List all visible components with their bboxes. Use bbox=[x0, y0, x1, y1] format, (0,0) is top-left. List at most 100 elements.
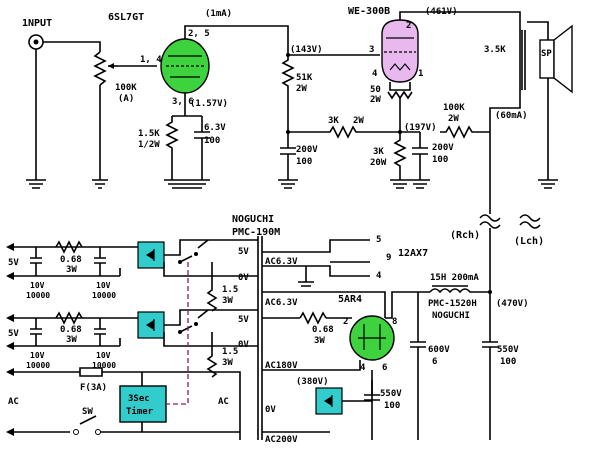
r15a-watt: 3W bbox=[222, 296, 233, 306]
ac-top-label: AC6.3V bbox=[265, 257, 298, 267]
rdec-value: 100K bbox=[443, 103, 465, 113]
pt-brand: NOGUCHI bbox=[232, 214, 274, 225]
lch-label: (Lch) bbox=[514, 236, 544, 247]
v380-label: (380V) bbox=[296, 377, 329, 387]
sec5v-a: 5V bbox=[238, 247, 249, 257]
rch-label: (Rch) bbox=[450, 230, 480, 241]
v2-grid-pin: 3 bbox=[369, 45, 374, 55]
c10a-voltage: 10V bbox=[30, 281, 45, 290]
rect-pin6: 6 bbox=[382, 363, 387, 373]
ac-primary-label: AC bbox=[218, 397, 229, 407]
v1-current: (1mA) bbox=[205, 9, 232, 19]
r15b-value: 1.5 bbox=[222, 347, 238, 357]
cc1-voltage: 200V bbox=[296, 145, 318, 155]
timer-line2: Timer bbox=[126, 406, 154, 417]
rp1-watt: 2W bbox=[296, 84, 307, 94]
c10d-voltage: 10V bbox=[96, 351, 111, 360]
rect-pin2: 2 bbox=[343, 317, 348, 327]
bridge-b bbox=[137, 311, 165, 339]
ac-input-label: AC bbox=[8, 397, 19, 407]
input-label: 1NPUT bbox=[22, 18, 52, 29]
timer-box bbox=[119, 385, 167, 423]
r15a-value: 1.5 bbox=[222, 285, 238, 295]
v1-name: 6SL7GT bbox=[108, 12, 144, 23]
c550b-voltage: 550V bbox=[380, 389, 402, 399]
c10b-voltage: 10V bbox=[96, 281, 111, 290]
hv-bridge bbox=[315, 387, 343, 415]
rp1-value: 51K bbox=[296, 73, 313, 83]
ot-impedance: 3.5K bbox=[484, 45, 506, 55]
c10c-value: 10000 bbox=[26, 361, 50, 370]
r068a-watt: 3W bbox=[66, 265, 77, 275]
ck1-value: 100 bbox=[204, 136, 220, 146]
ac180-label: AC180V bbox=[265, 361, 298, 371]
out5v-b: 5V bbox=[8, 329, 19, 339]
v2-f4-pin: 4 bbox=[372, 69, 378, 79]
pin9-label: 9 bbox=[386, 253, 391, 263]
ot-current: (60mA) bbox=[495, 111, 528, 121]
pot-value: 100K bbox=[115, 83, 137, 93]
bridge-a bbox=[137, 241, 165, 269]
ac200-label: AC200V bbox=[265, 435, 298, 445]
c550a-value: 100 bbox=[500, 357, 516, 367]
v2-tube bbox=[381, 19, 419, 83]
sec0v-a: 0V bbox=[238, 273, 249, 283]
timer-line1: 3Sec bbox=[128, 394, 150, 404]
c10c-voltage: 10V bbox=[30, 351, 45, 360]
choke-model: PMC-1520H bbox=[428, 299, 477, 309]
power-transformer bbox=[257, 236, 263, 440]
v2-cathode-voltage: (197V) bbox=[404, 123, 437, 133]
pin5-label: 5 bbox=[376, 235, 381, 245]
pin4-label: 4 bbox=[376, 271, 382, 281]
rp1-resistor bbox=[281, 55, 295, 132]
r068b-value: 0.68 bbox=[60, 325, 82, 335]
hum-pot-value: 50 bbox=[370, 85, 381, 95]
rk2-watt: 20W bbox=[370, 158, 387, 168]
speaker-label: SP bbox=[541, 49, 552, 59]
rp1-voltage: (143V) bbox=[290, 45, 323, 55]
rectifier-tube bbox=[349, 315, 395, 361]
b-plus-voltage: (470V) bbox=[496, 299, 529, 309]
speaker bbox=[539, 24, 573, 94]
cc1-value: 100 bbox=[296, 157, 312, 167]
sec5v-b: 5V bbox=[238, 315, 249, 325]
ck2-value: 100 bbox=[432, 155, 448, 165]
sec0v-b: 0V bbox=[238, 340, 249, 350]
v1-tube bbox=[160, 38, 210, 94]
choke-brand: NOGUCHI bbox=[432, 311, 470, 321]
c600-voltage: 600V bbox=[428, 345, 450, 355]
ck1-voltage: 6.3V bbox=[204, 123, 226, 133]
socket-label: 12AX7 bbox=[398, 248, 428, 259]
rk1-value: 1.5K bbox=[138, 129, 160, 139]
v2-plate-pin: 2 bbox=[406, 21, 411, 31]
out5v-a: 5V bbox=[8, 258, 19, 268]
r068c-value: 0.68 bbox=[312, 325, 334, 335]
pot-taper: (A) bbox=[118, 94, 134, 104]
input-jack bbox=[28, 34, 44, 50]
c10b-value: 10000 bbox=[92, 291, 116, 300]
sw-label: SW bbox=[82, 407, 93, 417]
rs1-value: 3K bbox=[328, 116, 339, 126]
fuse-label: F(3A) bbox=[80, 383, 107, 393]
hum-pot-watt: 2W bbox=[370, 95, 381, 105]
v1-grid-pin: 1, 4 bbox=[140, 55, 162, 65]
r068a-value: 0.68 bbox=[60, 255, 82, 265]
rect-pin4: 4 bbox=[360, 363, 366, 373]
output-transformer bbox=[489, 21, 549, 132]
r15b-watt: 3W bbox=[222, 358, 233, 368]
v1-cathode-pin: 3, 6 bbox=[172, 97, 194, 107]
r068b-watt: 3W bbox=[66, 335, 77, 345]
rs1-watt: 2W bbox=[353, 116, 364, 126]
v1-cathode-voltage: (1.57V) bbox=[190, 99, 228, 109]
rk2-resistor bbox=[393, 132, 407, 180]
rk2-value: 3K bbox=[373, 147, 384, 157]
r068c-watt: 3W bbox=[314, 336, 325, 346]
ac-rect-label: AC6.3V bbox=[265, 298, 298, 308]
cc1-capacitor bbox=[280, 132, 296, 180]
c600-value: 6 bbox=[432, 357, 437, 367]
zero-v-label: 0V bbox=[265, 405, 276, 415]
pt-model: PMC-190M bbox=[232, 227, 280, 238]
choke-spec: 15H 200mA bbox=[430, 273, 479, 283]
c10d-value: 10000 bbox=[92, 361, 116, 370]
